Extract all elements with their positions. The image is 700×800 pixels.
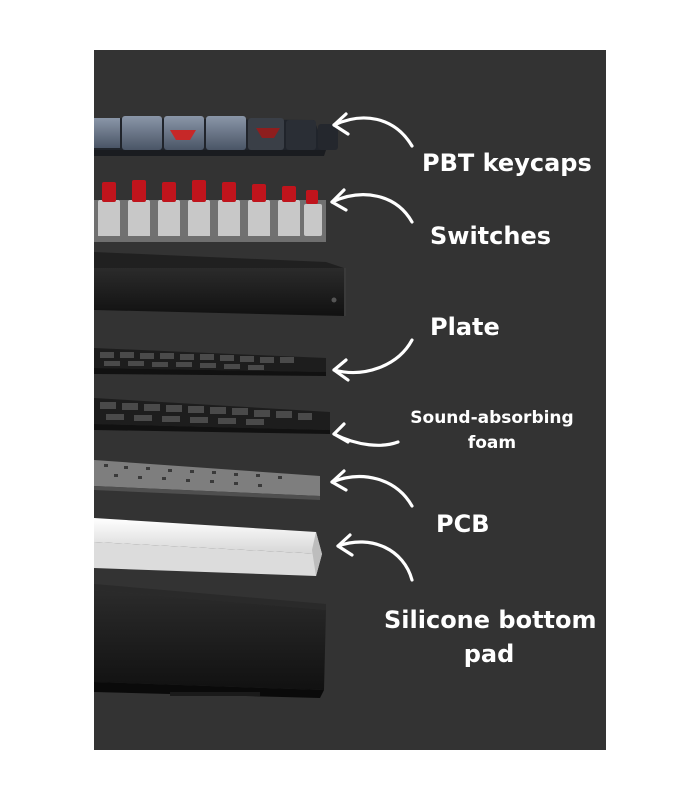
- label-pbt-keycaps: PBT keycaps: [422, 149, 592, 177]
- label-switches: Switches: [430, 222, 552, 250]
- foam-layer: [94, 398, 330, 434]
- label-plate: Plate: [430, 313, 500, 341]
- label-pad-line2: pad: [463, 640, 515, 668]
- label-pcb: PCB: [436, 510, 490, 538]
- bottom-case-layer: [94, 584, 326, 698]
- exploded-keyboard-diagram: PBT keycaps Switches Plate Sound-absorbi…: [94, 50, 606, 750]
- label-sound-absorbing-foam: Sound-absorbing foam: [402, 406, 582, 456]
- label-foam-line2: foam: [467, 433, 517, 453]
- label-pad-line1: Silicone bottom: [384, 606, 597, 634]
- arrow-switches-icon: [330, 188, 414, 224]
- switches-layer: [94, 180, 326, 242]
- case-frame-layer: [94, 252, 346, 316]
- white-bottom-plate-layer: [94, 518, 322, 576]
- arrow-foam-icon: [332, 422, 400, 447]
- keyboard-layers-illustration: [94, 112, 414, 698]
- arrow-plate-icon: [332, 338, 414, 382]
- arrow-pcb-icon: [330, 469, 414, 508]
- pcb-layer: [94, 460, 320, 500]
- arrow-keycaps-icon: [332, 112, 414, 148]
- label-foam-line1: Sound-absorbing: [410, 408, 574, 428]
- label-silicone-bottom-pad: Silicone bottom pad: [384, 603, 597, 671]
- plate-layer: [94, 348, 326, 376]
- keycaps-layer: [94, 116, 338, 156]
- arrow-bottom-pad-icon: [336, 533, 414, 582]
